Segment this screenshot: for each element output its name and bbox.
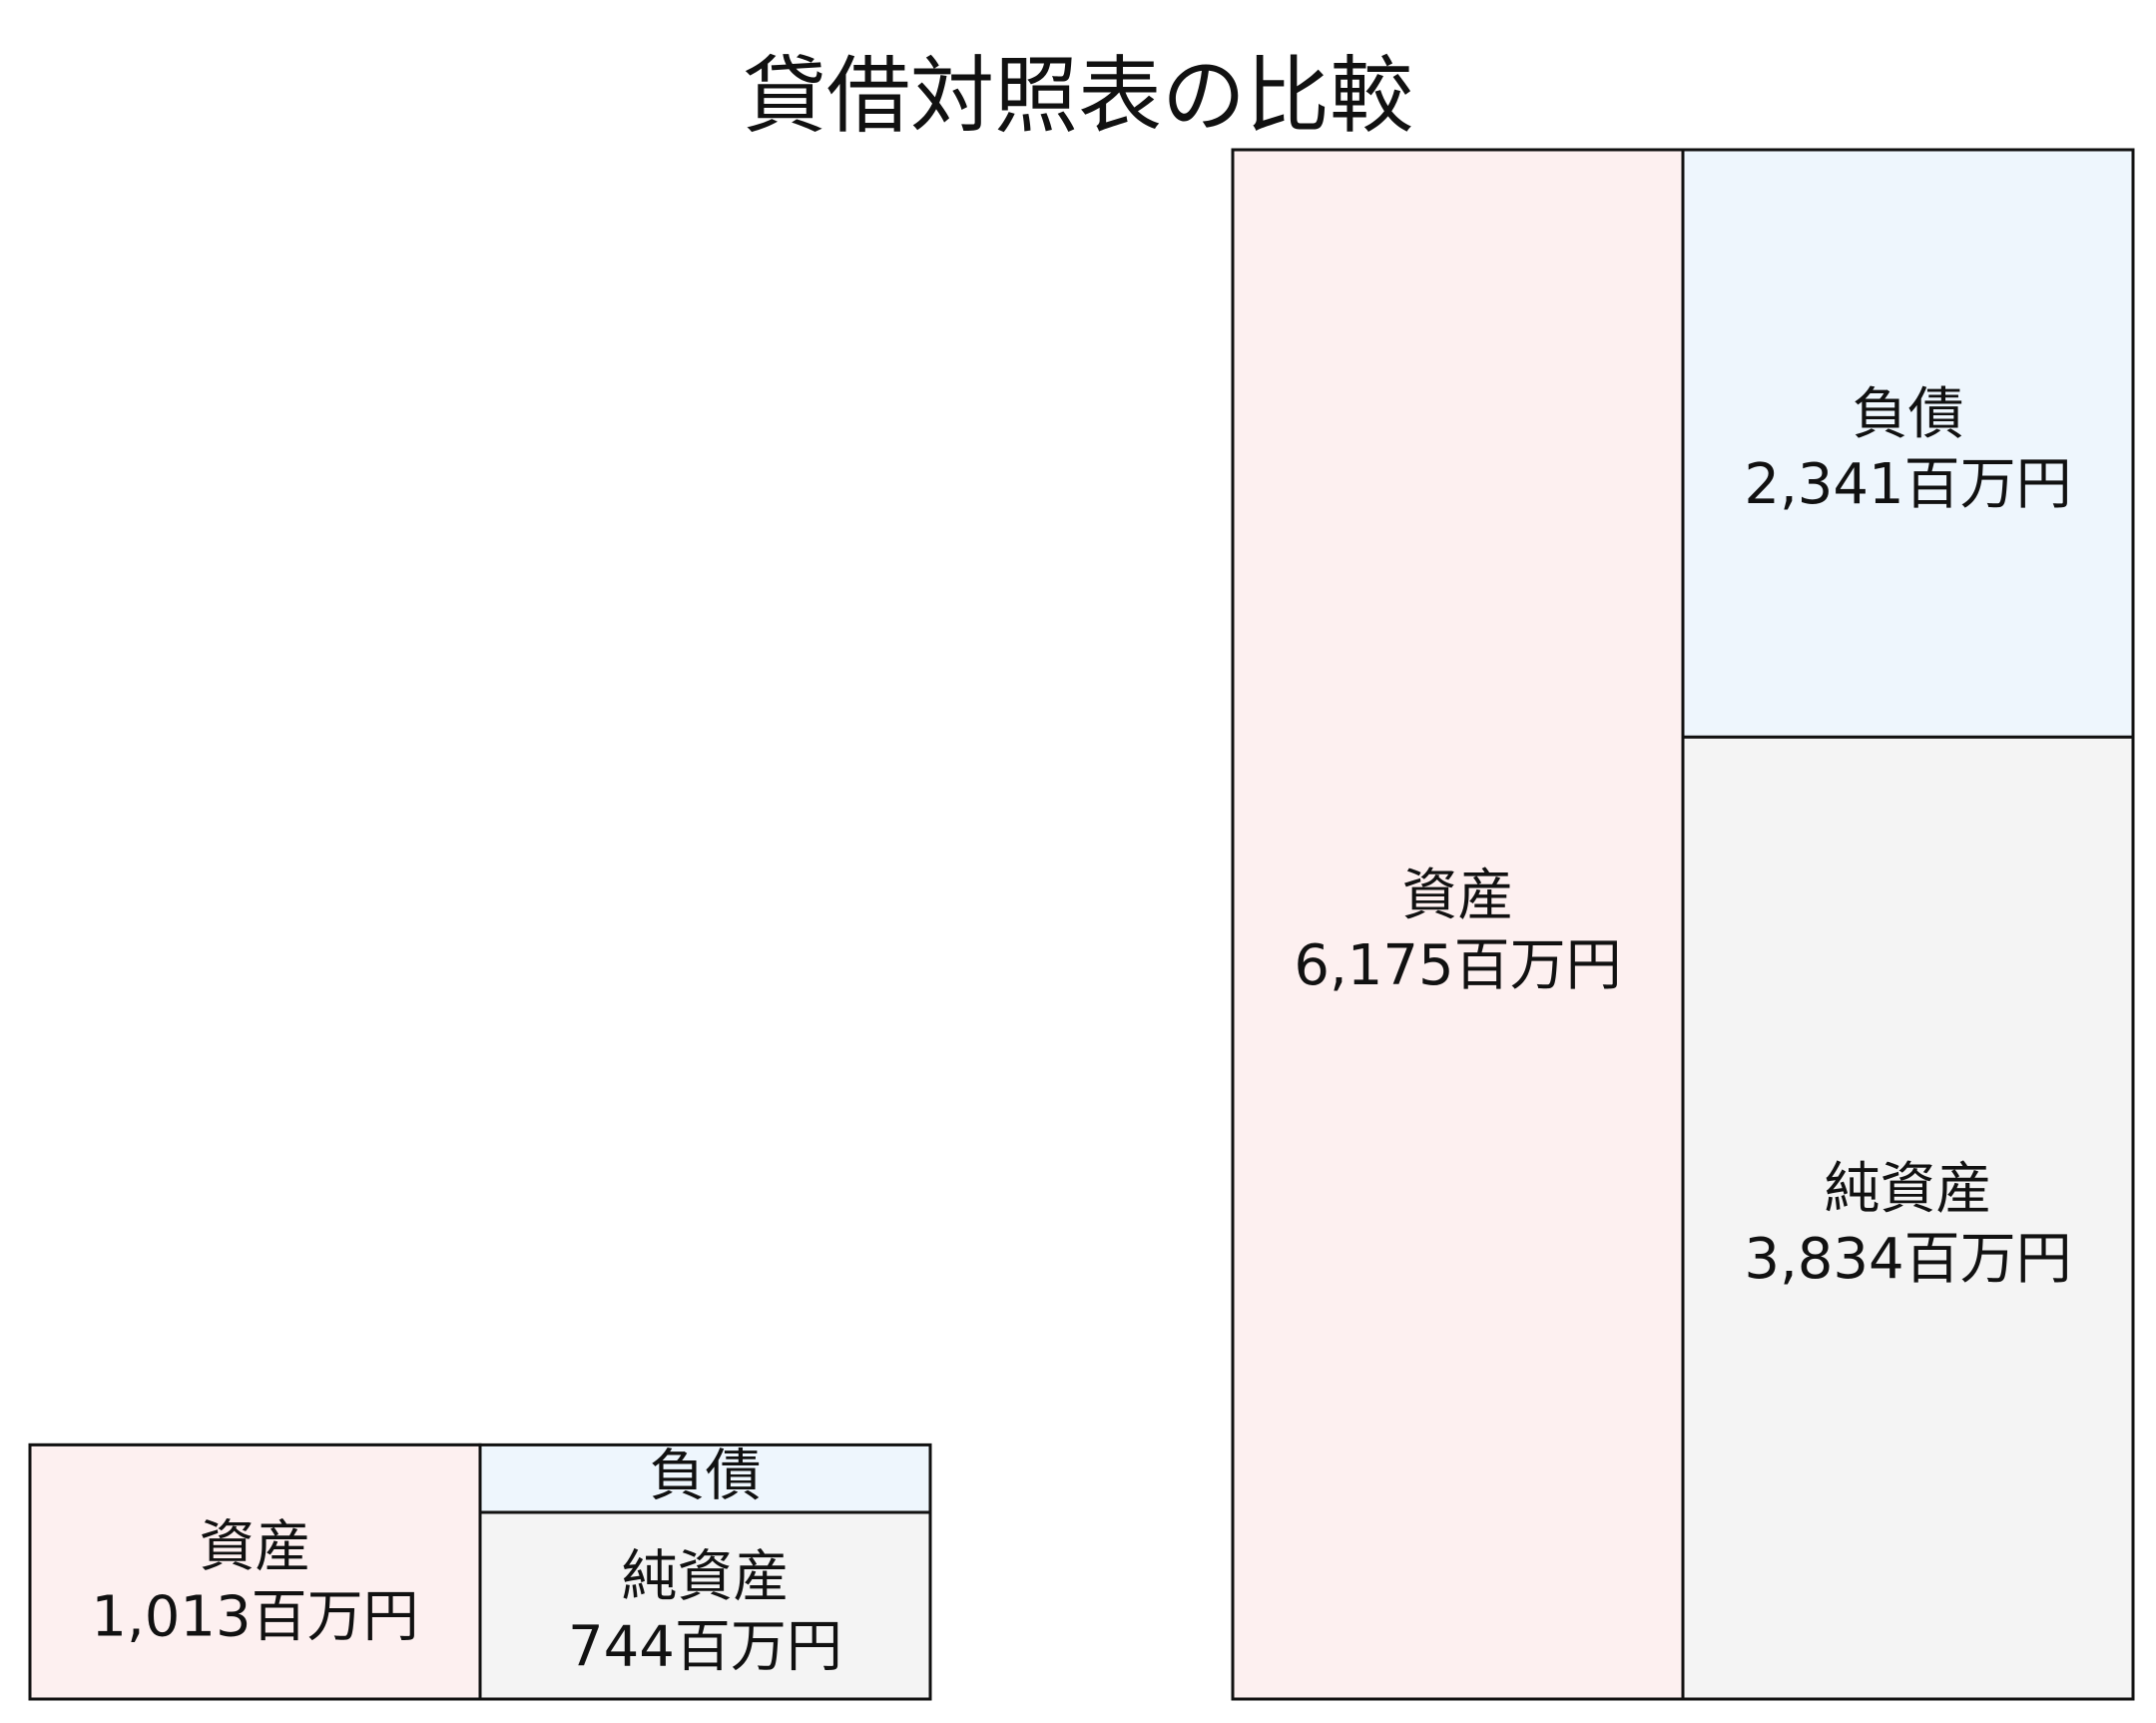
- net-assets-block: [478, 1510, 932, 1701]
- asset-block: [1231, 148, 1685, 1701]
- net-assets-block-label: 純資産: [622, 1545, 790, 1610]
- liability-block-label: 負債: [1853, 382, 1964, 447]
- net-assets-block-value-label: 744百万円: [568, 1615, 842, 1680]
- liability-block-label: 負債: [650, 1443, 762, 1508]
- liability-block-value-label: 2,341百万円: [1744, 452, 2071, 517]
- asset-block: [28, 1442, 482, 1701]
- asset-block-label-group: 資産6,175百万円: [1294, 863, 1621, 998]
- net-assets-block-label: 純資産: [1825, 1157, 1992, 1222]
- asset-block-label-group: 資産1,013百万円: [91, 1515, 418, 1650]
- asset-block-label: 資産: [200, 1515, 311, 1580]
- liability-block: [1681, 148, 2135, 739]
- asset-block-label: 資産: [1402, 863, 1514, 928]
- liability-block-label-group: 負債2,341百万円: [1744, 382, 2071, 517]
- asset-block-value-label: 1,013百万円: [91, 1585, 418, 1650]
- liability-block-label-group: 負債269百万円: [650, 1443, 762, 1508]
- balance-sheet-panel-1: 資産1,013百万円負債269百万円純資産744百万円: [28, 1442, 932, 1701]
- balance-sheet-panels: 資産1,013百万円負債269百万円純資産744百万円資産6,175百万円負債2…: [28, 148, 2135, 1701]
- asset-block-value-label: 6,175百万円: [1294, 933, 1621, 998]
- net-assets-block: [1681, 735, 2135, 1701]
- chart-title: 貸借対照表の比較: [743, 47, 1413, 145]
- net-assets-block-value-label: 3,834百万円: [1744, 1227, 2071, 1292]
